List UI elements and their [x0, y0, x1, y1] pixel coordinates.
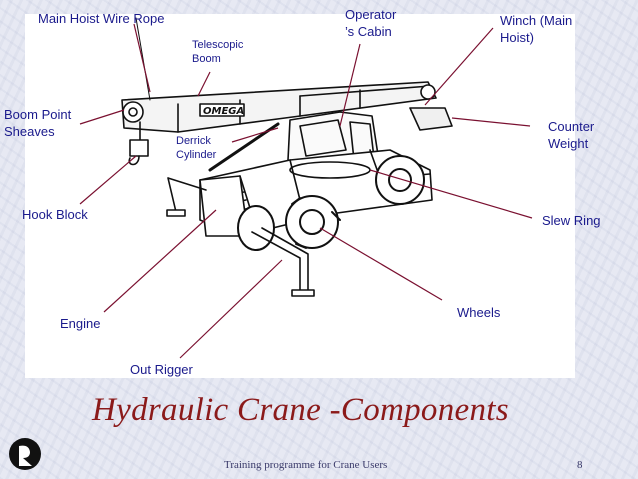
hook-block-drawing: [128, 121, 149, 166]
leader-slew-ring: [369, 169, 533, 219]
boom-point-sheaves-drawing: [122, 84, 436, 123]
leader-out-rigger: [179, 259, 283, 359]
leader-telescopic-boom: [197, 71, 211, 97]
leader-derrick-cylinder: [231, 127, 279, 143]
leader-lines: [79, 23, 533, 359]
label-slew-ring: Slew Ring: [542, 213, 601, 228]
crane-brand-text: OMEGA: [203, 106, 244, 117]
hoist-rope-drawing: [135, 17, 151, 101]
leader-main-hoist-wire-rope: [133, 23, 151, 93]
leader-winch: [424, 27, 494, 106]
outrigger-drawing: [166, 177, 315, 297]
leader-wheels: [319, 227, 443, 301]
label-telescopic-boom: Telescopic Boom: [192, 39, 244, 65]
label-operators-cabin: Operator ’s Cabin: [345, 7, 397, 39]
label-engine: Engine: [60, 316, 101, 331]
leader-counter-weight: [451, 117, 531, 127]
label-hook-block: Hook Block: [22, 207, 88, 222]
label-winch: Winch (Main Hoist): [500, 13, 573, 45]
label-derrick-cylinder: Derrick Cylinder: [176, 135, 217, 161]
page-number: 8: [577, 459, 583, 471]
leader-engine: [103, 209, 217, 313]
counterweight-drawing: [409, 107, 453, 131]
slide-title: Hydraulic Crane -Components: [92, 392, 509, 428]
leader-boom-point-sheaves: [79, 109, 125, 125]
label-wheels: Wheels: [457, 305, 501, 320]
label-main-hoist-wire-rope: Main Hoist Wire Rope: [38, 11, 165, 26]
label-out-rigger: Out Rigger: [130, 362, 193, 377]
company-logo-icon: [9, 438, 41, 470]
footer-text: Training programme for Crane Users: [224, 459, 388, 471]
telescopic-boom-drawing: OMEGA: [121, 81, 437, 133]
label-counter-weight: Counter Weight: [548, 119, 595, 151]
label-boom-point-sheaves: Boom Point Sheaves: [4, 107, 72, 139]
wheels-drawing: [237, 155, 425, 251]
leader-operators-cabin: [339, 43, 361, 127]
leader-hook-block: [79, 155, 137, 205]
